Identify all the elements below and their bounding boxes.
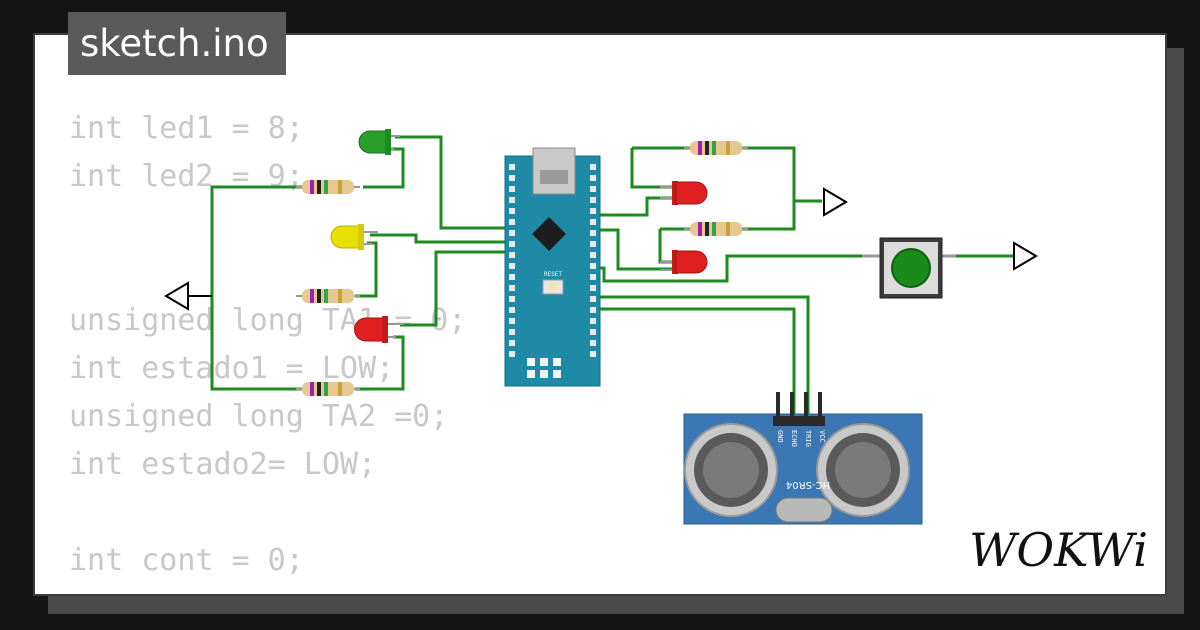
led-red-left[interactable] xyxy=(354,316,405,343)
resistors xyxy=(296,141,748,396)
left-arrow-icon xyxy=(164,281,189,311)
code-background: int led1 = 8; int led2 = 9; unsigned lon… xyxy=(69,105,467,594)
led-red-upper[interactable] xyxy=(660,181,708,205)
reset-label: RESET xyxy=(544,271,562,278)
icsp-header xyxy=(527,358,561,378)
button-arrow-icon xyxy=(1013,241,1038,271)
code-line: unsigned long TA2 =0; xyxy=(69,399,449,434)
svg-text:TRIG: TRIG xyxy=(804,430,812,447)
wokwi-logo: WOKWi xyxy=(969,523,1148,577)
sensor-pin-labels: GND ECHO TRIG VCC xyxy=(776,430,826,447)
svg-text:GND: GND xyxy=(776,430,784,443)
svg-text:ECHO: ECHO xyxy=(790,430,798,447)
wires xyxy=(210,135,1013,414)
led-yellow[interactable] xyxy=(330,224,378,250)
sensor-pins xyxy=(773,392,825,426)
header-pins-left xyxy=(509,164,515,357)
header-pins-right xyxy=(590,164,596,357)
push-button[interactable] xyxy=(862,237,956,299)
led-green[interactable] xyxy=(358,129,400,155)
code-line: unsigned long TA1 = 0; xyxy=(69,303,467,338)
code-line: int cont = 0; xyxy=(69,543,304,578)
code-line: int estado1 = LOW; xyxy=(69,351,395,386)
code-line: int led1 = 8; xyxy=(69,111,304,146)
code-line: int estado2= LOW; xyxy=(69,447,377,482)
arduino-nano-board[interactable]: RESET xyxy=(504,147,601,387)
signal-arrows xyxy=(164,187,1038,311)
code-line: int led2 = 9; xyxy=(69,159,304,194)
crystal-oscillator xyxy=(775,497,833,523)
svg-text:VCC: VCC xyxy=(818,430,826,443)
mcu-chip xyxy=(532,217,566,251)
ultrasonic-sensor[interactable]: GND ECHO TRIG VCC HC-SR04 xyxy=(683,392,923,525)
sketch-file-tab[interactable]: sketch.ino xyxy=(68,12,286,75)
led-red-lower[interactable] xyxy=(660,250,708,274)
right-arrow-icon xyxy=(823,187,848,217)
sensor-model-label: HC-SR04 xyxy=(786,479,830,490)
code-line: int pulso = 5; xyxy=(69,591,322,594)
